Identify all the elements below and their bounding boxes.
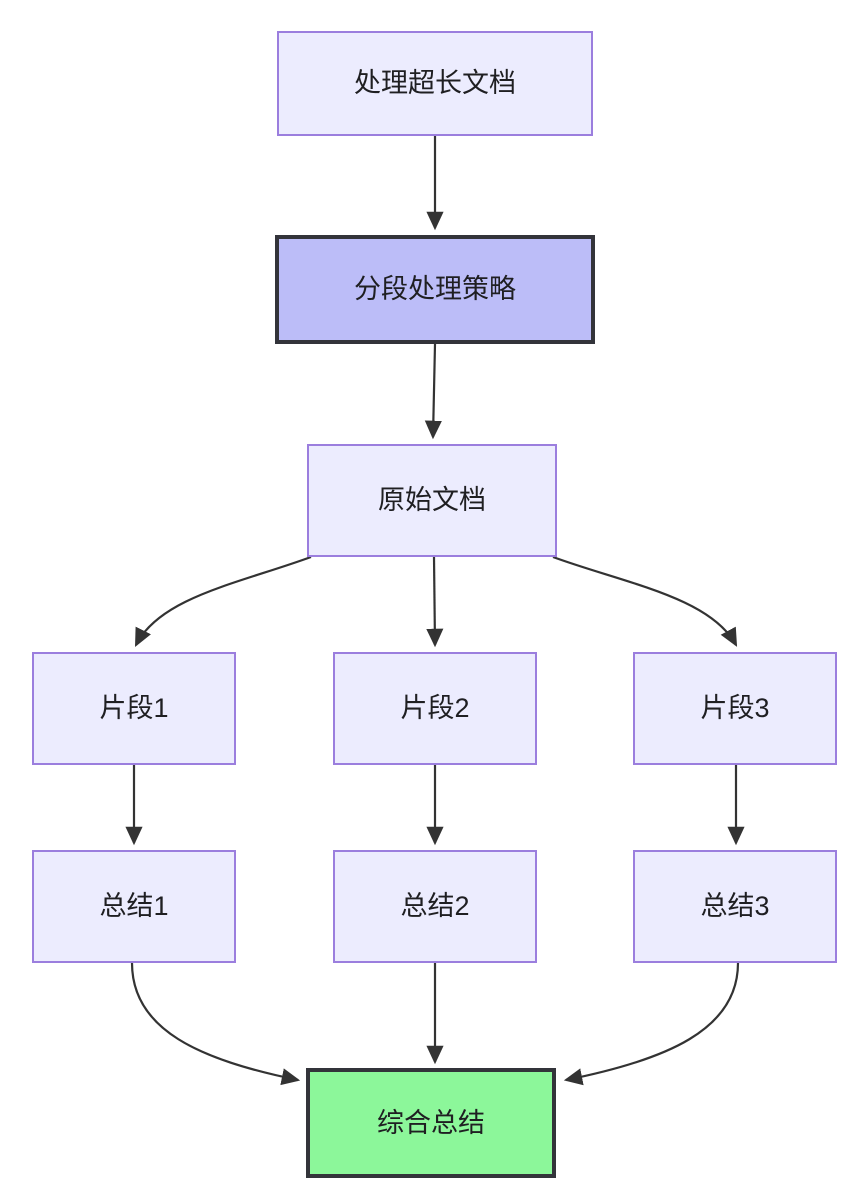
node-strategy[interactable]: 分段处理策略 bbox=[275, 235, 595, 344]
node-summary-2[interactable]: 总结2 bbox=[333, 850, 537, 963]
node-chunk-2-label: 片段2 bbox=[400, 693, 470, 724]
edge-source-doc-to-chunk-3 bbox=[552, 555, 738, 647]
node-summary-3[interactable]: 总结3 bbox=[633, 850, 837, 963]
node-summary-2-label: 总结2 bbox=[400, 891, 470, 922]
edge-summary-3-to-final bbox=[563, 962, 740, 1086]
edge-source-doc-to-chunk-1 bbox=[135, 555, 312, 647]
node-strategy-label: 分段处理策略 bbox=[354, 274, 516, 305]
edge-strategy-to-source-doc bbox=[424, 343, 442, 440]
node-source-doc-label: 原始文档 bbox=[378, 485, 486, 516]
node-chunk-1-label: 片段1 bbox=[99, 693, 169, 724]
node-summary-3-label: 总结3 bbox=[700, 891, 770, 922]
edge-source-doc-to-chunk-2 bbox=[426, 556, 444, 648]
node-summary-1[interactable]: 总结1 bbox=[32, 850, 236, 963]
node-doc-task[interactable]: 处理超长文档 bbox=[277, 31, 593, 136]
node-summary-1-label: 总结1 bbox=[99, 891, 169, 922]
node-chunk-1[interactable]: 片段1 bbox=[32, 652, 236, 765]
edge-summary-1-to-final bbox=[130, 962, 301, 1086]
node-chunk-3-label: 片段3 bbox=[700, 693, 770, 724]
node-final-summary[interactable]: 综合总结 bbox=[306, 1068, 556, 1178]
node-final-summary-label: 综合总结 bbox=[377, 1107, 485, 1138]
node-chunk-2[interactable]: 片段2 bbox=[333, 652, 537, 765]
node-chunk-3[interactable]: 片段3 bbox=[633, 652, 837, 765]
node-doc-task-label: 处理超长文档 bbox=[354, 68, 516, 99]
node-source-doc[interactable]: 原始文档 bbox=[307, 444, 557, 557]
